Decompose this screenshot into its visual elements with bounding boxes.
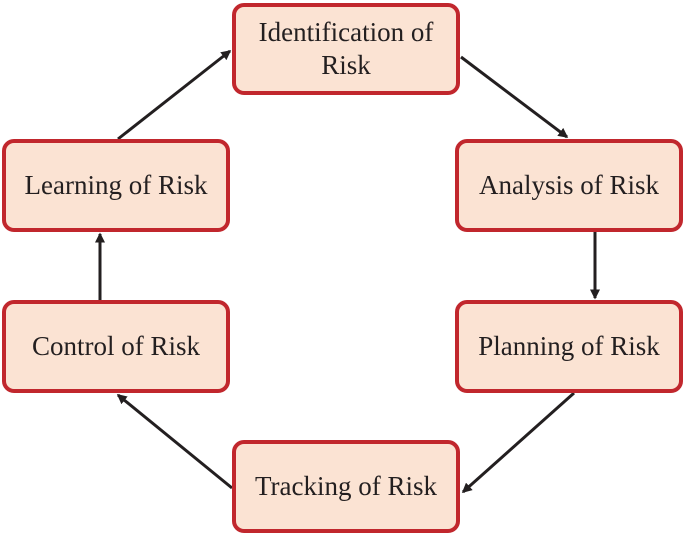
node-identification-of-risk: Identification of Risk xyxy=(232,3,460,95)
arrow-planning-to-tracking xyxy=(461,391,575,494)
node-planning-of-risk: Planning of Risk xyxy=(455,300,683,393)
node-learning-of-risk: Learning of Risk xyxy=(2,139,230,232)
arrow-identification-to-analysis xyxy=(460,55,569,139)
arrow-learning-to-identification xyxy=(117,49,232,141)
arrow-tracking-to-control xyxy=(116,393,233,490)
node-tracking-of-risk: Tracking of Risk xyxy=(232,440,460,533)
node-analysis-of-risk: Analysis of Risk xyxy=(455,139,683,232)
node-label: Analysis of Risk xyxy=(478,170,659,201)
node-label: Identification of Risk xyxy=(258,17,434,80)
node-label: Tracking of Risk xyxy=(254,471,437,502)
node-label: Learning of Risk xyxy=(24,170,208,201)
node-label: Planning of Risk xyxy=(478,331,660,362)
node-label: Control of Risk xyxy=(31,331,200,362)
node-control-of-risk: Control of Risk xyxy=(2,300,230,393)
